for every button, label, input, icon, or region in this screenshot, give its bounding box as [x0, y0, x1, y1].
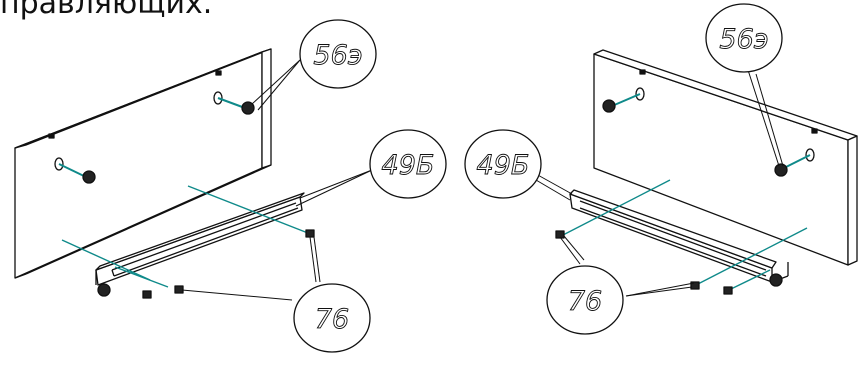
- left-guide-rail: [95, 192, 305, 297]
- right-guide-rail: [569, 189, 789, 287]
- callout-bubble-left-panel-bracket: [299, 19, 377, 89]
- callout-label-right-screw: 76: [568, 286, 602, 317]
- callout-label-left-panel-bracket: 56э: [313, 40, 362, 71]
- left-screws: [142, 229, 315, 299]
- callout-bubble-left-guide: [369, 129, 447, 199]
- callout-label-right-panel-bracket: 56э: [719, 24, 768, 55]
- callout-label-right-guide: 49Б: [477, 150, 530, 181]
- right-bracket-parts: [602, 93, 811, 177]
- instruction-heading: правляющих.: [0, 0, 213, 21]
- leader-lines: [181, 59, 784, 301]
- callout-bubble-left-screw: [293, 283, 371, 353]
- left-bracket-parts: [58, 97, 255, 184]
- callout-label-left-guide: 49Б: [382, 150, 435, 181]
- callout-bubble-right-screw: [546, 265, 624, 335]
- callout-bubble-right-panel-bracket: [705, 3, 783, 73]
- right-axis-lines: [562, 179, 808, 290]
- right-screws: [555, 230, 733, 295]
- left-axis-lines: [61, 185, 314, 288]
- left-side-panel: [14, 48, 272, 279]
- callout-bubble-right-guide: [464, 129, 542, 199]
- callout-label-left-screw: 76: [315, 304, 349, 335]
- right-side-panel: [593, 49, 858, 266]
